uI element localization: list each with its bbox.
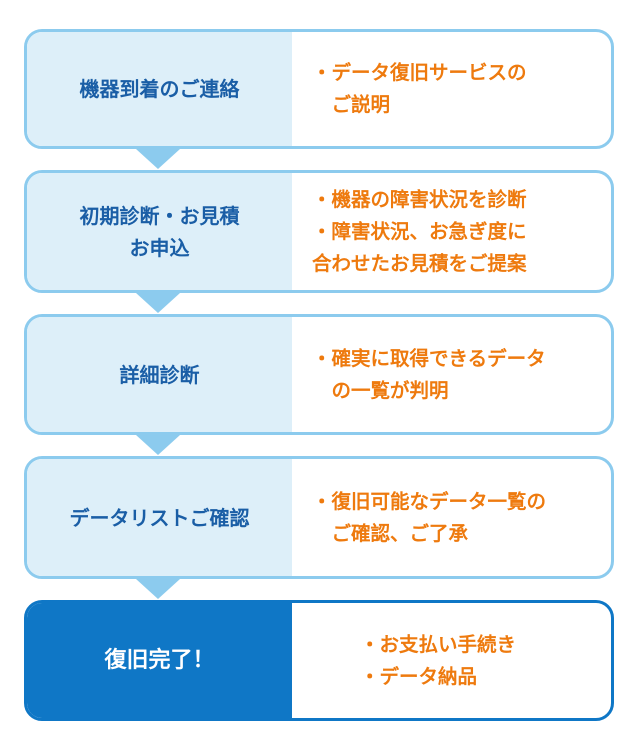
step-5-desc-line-1: ・お支払い手続き (360, 632, 517, 656)
step-2-title-line-2: お申込 (129, 235, 190, 260)
step-2: 初期診断・お見積 お申込 ・機器の障害状況を診断 ・障害状況、お急ぎ度に 合わせ… (24, 170, 614, 293)
step-4-description: ・復旧可能なデータ一覧の ご確認、ご了承 (292, 459, 611, 576)
step-3-description: ・確実に取得できるデータ の一覧が判明 (292, 317, 611, 432)
step-2-desc-line-2: ・障害状況、お急ぎ度に (312, 219, 527, 243)
step-5-final: 復旧完了！ ・お支払い手続き ・データ納品 (24, 600, 614, 721)
flow-arrow-2 (136, 293, 180, 313)
step-3-desc-line-1: ・確実に取得できるデータ (312, 346, 546, 370)
step-5-description: ・お支払い手続き ・データ納品 (292, 603, 611, 718)
step-2-description: ・機器の障害状況を診断 ・障害状況、お急ぎ度に 合わせたお見積をご提案 (292, 173, 611, 290)
step-1-desc-line-1: ・データ復旧サービスの (312, 61, 527, 84)
step-4-title-line-1: データリストご確認 (69, 505, 250, 530)
step-1-title: 機器到着のご連絡 (27, 32, 292, 146)
step-4-desc-line-1: ・復旧可能なデータ一覧の (312, 489, 547, 513)
step-3-title-line-1: 詳細診断 (119, 362, 200, 387)
step-2-title: 初期診断・お見積 お申込 (27, 173, 292, 290)
flow-arrow-4 (136, 579, 180, 599)
step-2-title-line-1: 初期診断・お見積 (79, 203, 240, 228)
step-2-desc-line-3: 合わせたお見積をご提案 (312, 251, 527, 275)
flow-arrow-3 (136, 435, 180, 455)
step-4-desc-line-2: ご確認、ご了承 (312, 521, 469, 545)
step-3: 詳細診断 ・確実に取得できるデータ の一覧が判明 (24, 314, 614, 435)
step-5-title: 復旧完了！ (27, 603, 292, 718)
step-4-title: データリストご確認 (27, 459, 292, 576)
step-1-title-line-1: 機器到着のご連絡 (79, 77, 240, 101)
step-1-desc-line-2: ご説明 (312, 93, 391, 116)
step-5-title-line-1: 復旧完了！ (104, 647, 215, 673)
step-3-title: 詳細診断 (27, 317, 292, 432)
step-1: 機器到着のご連絡 ・データ復旧サービスの ご説明 (24, 29, 614, 149)
step-5-desc-line-2: ・データ納品 (360, 664, 478, 688)
step-1-description: ・データ復旧サービスの ご説明 (292, 32, 611, 146)
flow-arrow-1 (136, 149, 180, 169)
step-3-desc-line-2: の一覧が判明 (312, 378, 449, 402)
step-2-desc-line-1: ・機器の障害状況を診断 (312, 187, 527, 211)
step-4: データリストご確認 ・復旧可能なデータ一覧の ご確認、ご了承 (24, 456, 614, 579)
